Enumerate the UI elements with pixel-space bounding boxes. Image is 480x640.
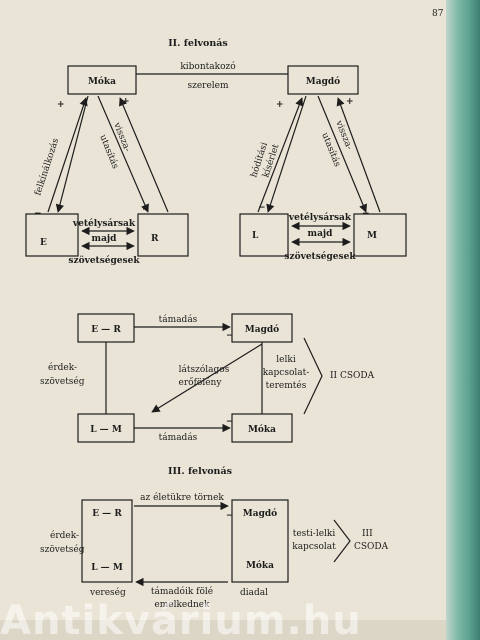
act2-box-magdo (287, 65, 359, 95)
act2-rivalry-left: vetélysársak (72, 218, 136, 229)
plot-diagram: 87 II. felvonás Móka Magdó kibontakozó s… (25, 9, 444, 610)
act2-box-m (353, 213, 407, 257)
mid-miracle: II CSODA (330, 371, 375, 381)
act2-then-right: majd (308, 229, 334, 239)
act3-miracle-1: III (362, 529, 373, 539)
act2-connect-top: kibontakozó (180, 61, 235, 72)
book-page (0, 0, 446, 620)
mid-apparent-2: erőfölény (179, 377, 223, 388)
act3-defeat: vereség (89, 587, 126, 598)
act2-label-l: L (252, 231, 259, 241)
mid-interest-2: szövetség (40, 376, 85, 387)
act3-rise-1: támadóik fölé (151, 586, 213, 597)
act3-label-lm: L — M (91, 563, 123, 573)
act3-box-left (81, 499, 133, 583)
act3-interest-2: szövetség (40, 544, 85, 555)
act2-arrow-reject (97, 95, 149, 213)
act3-label-er: E — R (92, 509, 122, 519)
act3-life-attack: az életükre törnek (140, 492, 224, 503)
mid-soul-3: teremtés (266, 380, 307, 391)
mid-interest-1: érdek- (48, 362, 77, 373)
act2-label-magdo: Magdó (306, 76, 340, 87)
mid-label-lm: L — M (90, 425, 122, 435)
act2-arrow-reject-down (55, 95, 89, 213)
act3-body-soul-2: kapcsolat (292, 542, 336, 552)
act2-sign-7: − (258, 203, 266, 213)
mid-soul-1: lelki (276, 355, 296, 365)
mid-apparent-1: látszólagos (179, 364, 230, 375)
act2-left-diag-left: felkínálkozás (32, 137, 61, 197)
act2-arrow-offer (47, 97, 88, 213)
act2-sign-2: + (122, 97, 130, 107)
act2-arrow-up-r (336, 97, 381, 213)
act2-label-e: E (40, 238, 47, 248)
act2-left-diag-right-1: vissza- (111, 120, 132, 153)
act2-sign-4: − (142, 205, 150, 215)
act2-connect-bottom: szerelem (187, 81, 229, 91)
book-edge (446, 0, 480, 640)
mid-attack-top: támadás (159, 314, 198, 325)
act2-sign-8: − (362, 209, 370, 219)
mid-label-moka: Móka (248, 424, 276, 435)
act2-then-left: majd (92, 234, 118, 244)
act2-sign-6: + (346, 97, 354, 107)
act3-label-moka: Móka (246, 560, 274, 571)
act2-label-m: M (367, 231, 377, 241)
act3-miracle-2: CSODA (354, 542, 389, 552)
mid-attack-bottom: támadás (159, 432, 198, 443)
act2-label-moka: Móka (88, 76, 116, 87)
act2-allies-left: szövetségesek (68, 255, 140, 266)
mid-minus-2: − (226, 417, 234, 427)
act2-arrow-up (119, 97, 169, 213)
act2-box-l (239, 213, 289, 257)
act3-label-magdo: Magdó (243, 508, 277, 519)
act3-box-right (231, 499, 289, 583)
act3-victory: diadal (240, 588, 268, 598)
mid-soul-2: kapcsolat- (263, 368, 310, 378)
act2-label-r: R (151, 234, 159, 244)
act2-right-diag-right-1: vissza- (333, 118, 354, 151)
act2-box-moka (67, 65, 137, 95)
act2-arrow-conquest (257, 97, 304, 213)
mid-label-magdo: Magdó (245, 324, 279, 335)
act3-title: III. felvonás (168, 466, 232, 477)
mid-minus-1: − (226, 331, 234, 341)
act2-sign-3: − (34, 209, 42, 219)
act3-chevron (333, 519, 351, 563)
act2-sign-1: + (57, 100, 65, 110)
mid-label-er: E — R (91, 325, 121, 335)
mid-chevron (303, 337, 323, 415)
act3-body-soul-1: testi-lelki (293, 529, 336, 539)
mid-apparent-arrow (151, 343, 263, 413)
act2-sign-5: + (276, 100, 284, 110)
watermark: Antikvárium.hu (0, 598, 362, 640)
act3-interest-1: érdek- (50, 530, 79, 541)
act2-rivalry-right: vetélysársak (288, 212, 352, 223)
act2-title: II. felvonás (168, 38, 228, 49)
act2-arrow-reject-r (317, 95, 367, 213)
act2-arrow-conquest-back (266, 95, 307, 213)
act3-minus: − (226, 511, 234, 521)
page-number: 87 (432, 9, 444, 19)
act3-rise-2: emelkednek (154, 600, 210, 610)
act2-box-r (137, 213, 189, 257)
act2-box-e (25, 213, 79, 257)
act2-allies-right: szövetségesek (284, 251, 356, 262)
page-bottom-strip (0, 620, 446, 640)
